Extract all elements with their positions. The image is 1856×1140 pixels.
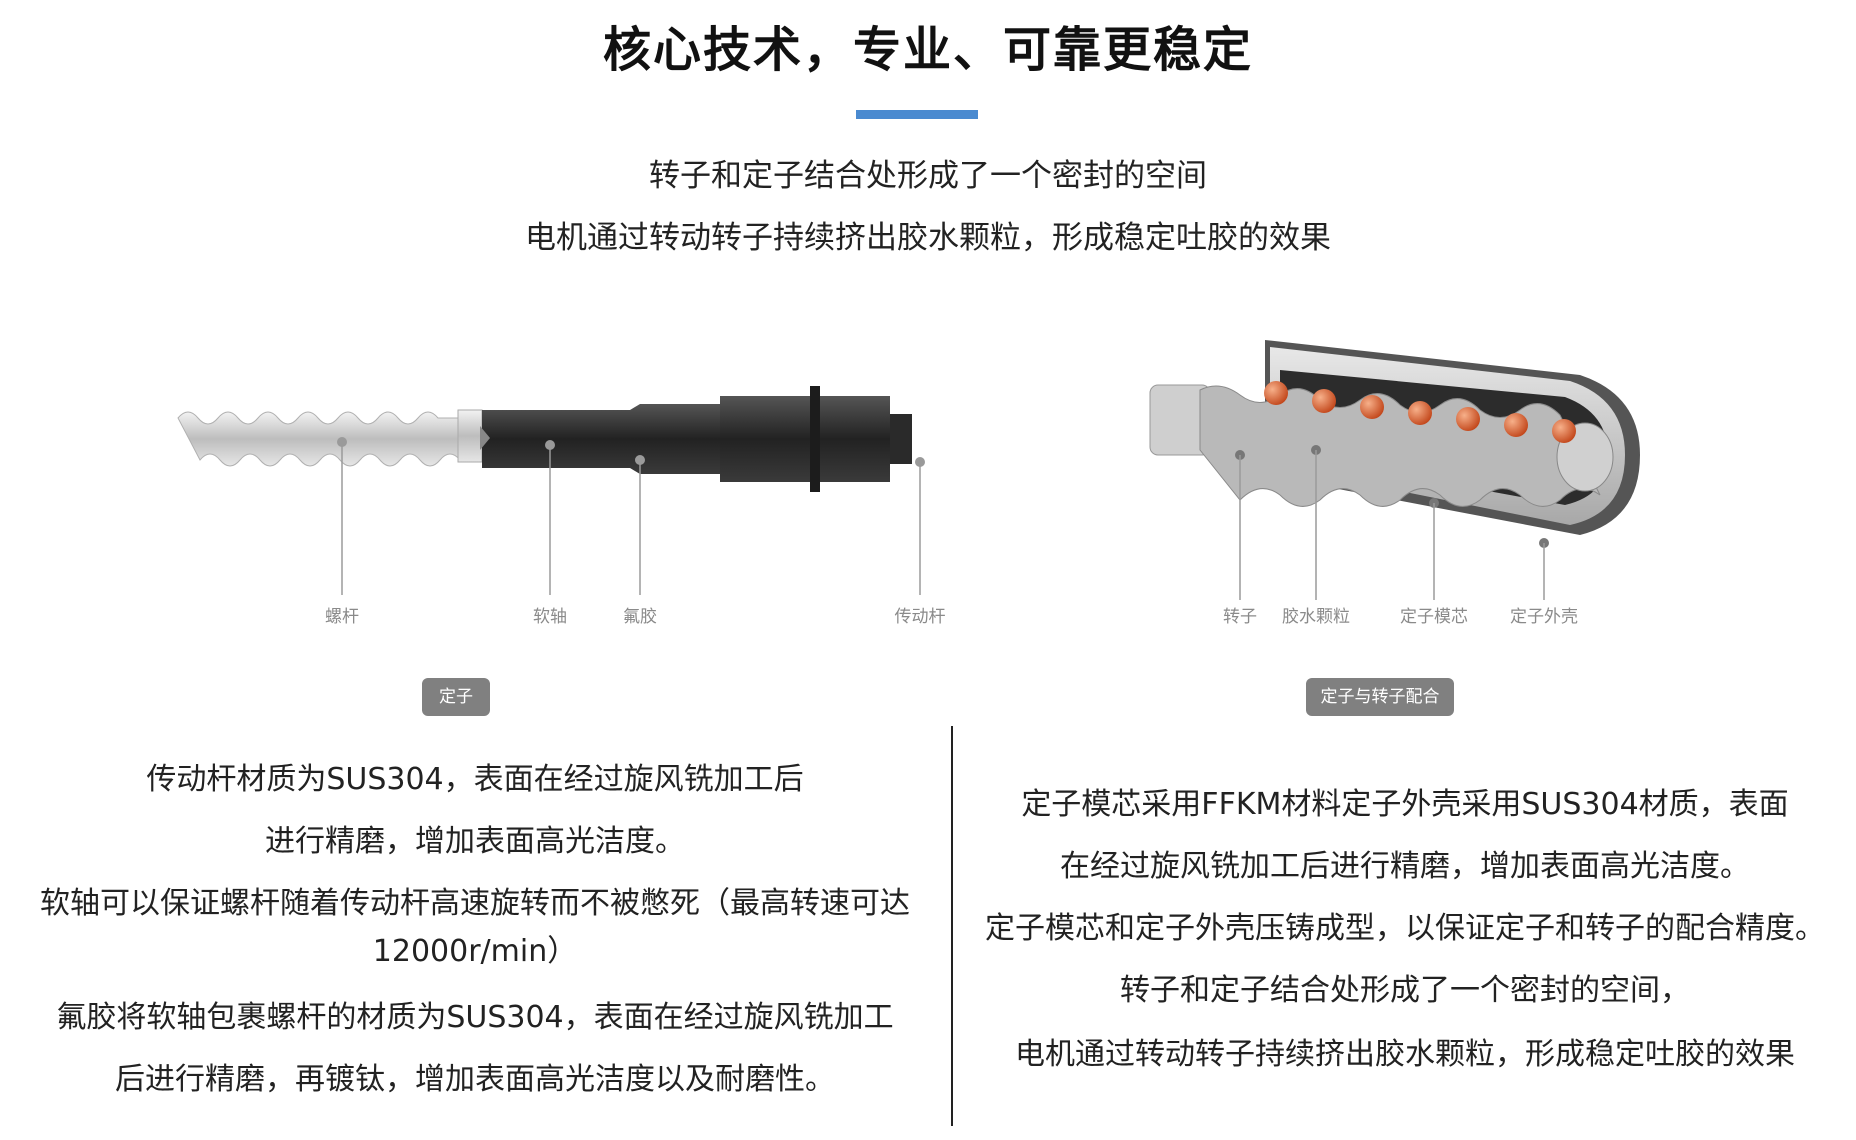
label-glue-particles: 胶水颗粒 <box>1282 607 1350 627</box>
title-underline <box>856 110 978 119</box>
label-shaft: 软轴 <box>533 607 567 627</box>
label-drive-rod: 传动杆 <box>894 607 946 627</box>
intro-line-2: 电机通过转动转子持续挤出胶水颗粒，形成稳定吐胶的效果 <box>525 220 1331 256</box>
stator-rotor-illustration <box>1149 340 1640 600</box>
label-rotor: 转子 <box>1223 607 1257 627</box>
right-desc-line-4: 转子和定子结合处形成了一个密封的空间， <box>1120 973 1690 1008</box>
left-desc-line-3: 软轴可以保证螺杆随着传动杆高速旋转而不被憋死（最高转速可达 <box>40 886 910 921</box>
stator-illustration <box>177 386 925 505</box>
label-fluoro-rubber: 氟胶 <box>623 607 657 627</box>
left-desc-line-5: 氟胶将软轴包裹螺杆的材质为SUS304，表面在经过旋风铣加工 <box>56 1000 894 1035</box>
tag-stator: 定子 <box>422 678 490 716</box>
label-screw: 螺杆 <box>325 607 359 627</box>
page-title: 核心技术，专业、可靠更稳定 <box>602 22 1253 78</box>
label-stator-core: 定子模芯 <box>1400 607 1468 627</box>
left-desc-line-6: 后进行精磨，再镀钛，增加表面高光洁度以及耐磨性。 <box>115 1062 835 1097</box>
left-desc-line-1: 传动杆材质为SUS304，表面在经过旋风铣加工后 <box>146 762 804 797</box>
right-desc-line-5: 电机通过转动转子持续挤出胶水颗粒，形成稳定吐胶的效果 <box>1015 1037 1795 1072</box>
left-desc-line-4: 12000r/min） <box>372 934 578 969</box>
right-desc-line-3: 定子模芯和定子外壳压铸成型，以保证定子和转子的配合精度。 <box>985 911 1825 946</box>
left-desc-line-2: 进行精磨，增加表面高光洁度。 <box>265 824 685 859</box>
intro-line-1: 转子和定子结合处形成了一个密封的空间 <box>649 158 1207 194</box>
right-desc-line-2: 在经过旋风铣加工后进行精磨，增加表面高光洁度。 <box>1060 849 1750 884</box>
column-divider <box>951 726 953 1126</box>
screw-shape <box>177 411 461 467</box>
label-stator-shell: 定子外壳 <box>1510 607 1578 627</box>
tag-stator-rotor-fit: 定子与转子配合 <box>1306 678 1454 716</box>
right-desc-line-1: 定子模芯采用FFKM材料定子外壳采用SUS304材质，表面 <box>1021 787 1789 822</box>
